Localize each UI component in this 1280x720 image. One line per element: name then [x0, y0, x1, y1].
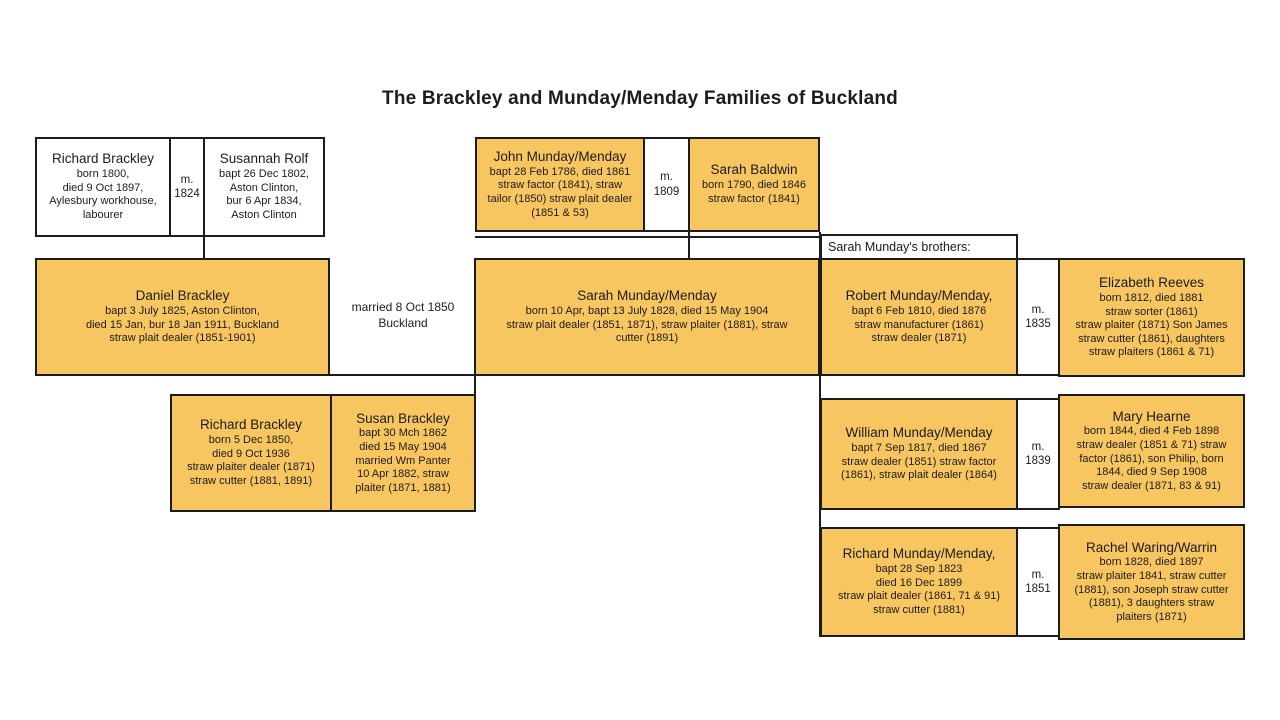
page-title: The Brackley and Munday/Menday Families …: [382, 88, 898, 109]
person-name: William Munday/Menday: [845, 425, 993, 441]
person-box-richard-munday: Richard Munday/Menday, bapt 28 Sep 1823 …: [820, 527, 1018, 637]
marriage-cell-1839: m. 1839: [1016, 398, 1060, 510]
marriage-label: m. 1851: [1025, 568, 1051, 595]
marriage-cell-1835: m. 1835: [1016, 258, 1060, 376]
person-name: John Munday/Menday: [493, 148, 627, 164]
marriage-cell-1851: m. 1851: [1016, 527, 1060, 637]
person-name: Richard Brackley: [199, 417, 303, 433]
person-name: Daniel Brackley: [135, 288, 230, 304]
marriage-label: m. 1809: [653, 171, 680, 198]
person-box-susan-brackley: Susan Brackley bapt 30 Mch 1862 died 15 …: [330, 394, 476, 512]
person-details: bapt 28 Feb 1786, died 1861 straw factor…: [487, 165, 633, 219]
person-box-daniel-brackley: Daniel Brackley bapt 3 July 1825, Aston …: [35, 258, 330, 376]
person-box-william-munday: William Munday/Menday bapt 7 Sep 1817, d…: [820, 398, 1018, 510]
person-box-robert-munday: Robert Munday/Menday, bapt 6 Feb 1810, d…: [820, 258, 1018, 376]
connector-munday-parents-to-sarah: [688, 232, 690, 260]
person-name: Mary Hearne: [1112, 408, 1191, 424]
marriage-label: m. 1824: [174, 173, 200, 200]
person-details: bapt 30 Mch 1862 died 15 May 1904 marrie…: [355, 427, 451, 494]
person-details: bapt 26 Dec 1802, Aston Clinton, bur 6 A…: [219, 168, 309, 222]
person-box-rachel-waring: Rachel Waring/Warrin born 1828, died 189…: [1058, 524, 1245, 640]
person-name: Richard Brackley: [51, 151, 155, 167]
person-name: Rachel Waring/Warrin: [1085, 539, 1218, 555]
person-box-mary-hearne: Mary Hearne born 1844, died 4 Feb 1898 s…: [1058, 394, 1245, 508]
person-name: Susan Brackley: [356, 410, 450, 426]
person-box-sarah-munday: Sarah Munday/Menday born 10 Apr, bapt 13…: [474, 258, 820, 376]
person-box-sarah-baldwin: Sarah Baldwin born 1790, died 1846 straw…: [688, 137, 820, 232]
marriage-cell-1824: m. 1824: [169, 137, 205, 237]
marriage-cell-1809: m. 1809: [643, 137, 690, 232]
person-name: Sarah Baldwin: [710, 162, 798, 178]
person-details: born 1790, died 1846 straw factor (1841): [702, 179, 806, 205]
person-details: born 1828, died 1897 straw plaiter 1841,…: [1074, 556, 1229, 623]
connector-munday-parents-horizontal: [475, 236, 821, 238]
brothers-heading: Sarah Munday's brothers:: [820, 234, 1018, 260]
marriage-note-daniel-sarah: married 8 Oct 1850 Buckland: [330, 258, 476, 376]
person-name: Richard Munday/Menday,: [842, 546, 996, 562]
person-box-elizabeth-reeves: Elizabeth Reeves born 1812, died 1881 st…: [1058, 258, 1245, 377]
connector-brackley-parents-to-daniel: [203, 237, 205, 260]
person-details: bapt 7 Sep 1817, died 1867 straw dealer …: [841, 442, 997, 482]
person-details: born 1844, died 4 Feb 1898 straw dealer …: [1076, 425, 1227, 492]
person-details: bapt 6 Feb 1810, died 1876 straw manufac…: [851, 305, 987, 345]
person-details: born 10 Apr, bapt 13 July 1828, died 15 …: [506, 305, 788, 345]
person-name: Robert Munday/Menday,: [845, 288, 993, 304]
person-details: born 1800, died 9 Oct 1897, Aylesbury wo…: [49, 168, 157, 222]
marriage-note-text: married 8 Oct 1850 Buckland: [351, 300, 455, 330]
person-box-john-munday: John Munday/Menday bapt 28 Feb 1786, die…: [475, 137, 645, 232]
person-box-susannah-rolf: Susannah Rolf bapt 26 Dec 1802, Aston Cl…: [203, 137, 325, 237]
person-details: bapt 3 July 1825, Aston Clinton, died 15…: [85, 305, 280, 345]
person-name: Elizabeth Reeves: [1098, 275, 1205, 290]
marriage-label: m. 1839: [1025, 440, 1051, 467]
marriage-label: m. 1835: [1025, 303, 1051, 330]
person-name: Susannah Rolf: [219, 151, 309, 167]
person-details: born 5 Dec 1850, died 9 Oct 1936 straw p…: [187, 434, 315, 488]
person-box-richard-brackley-jr: Richard Brackley born 5 Dec 1850, died 9…: [170, 394, 332, 512]
person-box-richard-brackley-sr: Richard Brackley born 1800, died 9 Oct 1…: [35, 137, 171, 237]
person-details: born 1812, died 1881 straw sorter (1861)…: [1075, 291, 1228, 359]
person-name: Sarah Munday/Menday: [577, 288, 717, 304]
connector-marriage-to-children: [474, 374, 476, 396]
person-details: bapt 28 Sep 1823 died 16 Dec 1899 straw …: [837, 563, 1001, 617]
